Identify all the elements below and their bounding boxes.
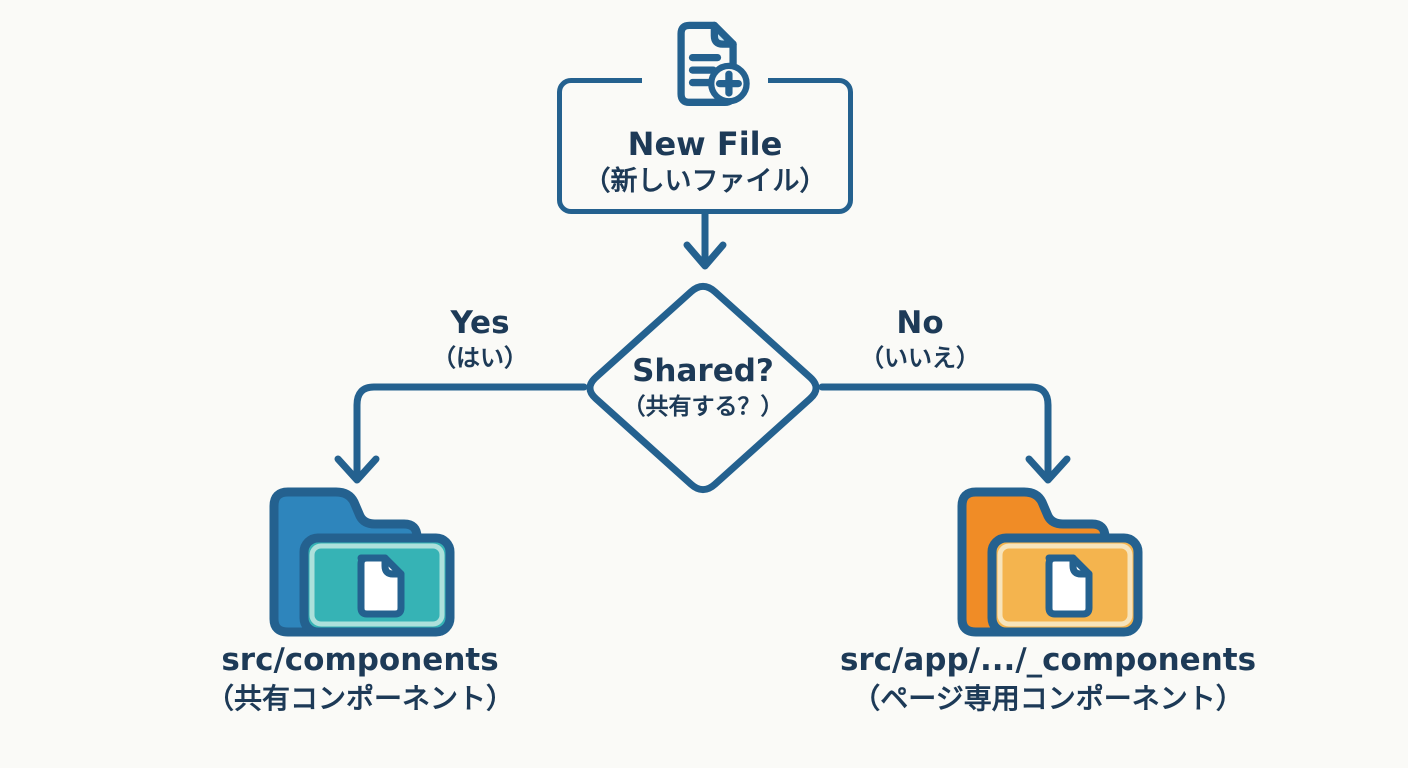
decision-subtitle: （共有する？）	[622, 394, 784, 420]
no-branch-label: No （いいえ）	[840, 304, 1000, 375]
connector-no-branch	[818, 383, 1071, 484]
no-label-text: No	[896, 305, 944, 341]
yes-result-label: src/components （共有コンポーネント）	[160, 640, 560, 718]
connector-yes-branch	[334, 383, 588, 484]
orange-folder-document-icon	[948, 470, 1148, 640]
orange-folder-svg	[957, 487, 1143, 637]
folder-front-highlight	[309, 543, 445, 627]
teal-folder-document-icon	[260, 470, 460, 640]
folder-front-highlight	[997, 543, 1133, 627]
teal-folder-svg	[269, 487, 455, 637]
decision-label: Shared? （共有する？）	[593, 351, 813, 423]
arrow-down-icon	[1025, 455, 1071, 484]
start-node-label: New File （新しいファイル）	[557, 124, 853, 200]
no-result-subtitle: （ページ専用コンポーネント）	[852, 682, 1244, 715]
start-subtitle: （新しいファイル）	[583, 166, 827, 197]
arrow-down-icon	[683, 241, 727, 270]
no-result-title: src/app/.../_components	[839, 642, 1257, 678]
arrow-down-icon	[334, 455, 380, 484]
file-plus-icon-svg	[677, 21, 750, 106]
connector-start-to-decision	[683, 210, 727, 270]
yes-sublabel-text: （はい）	[432, 344, 528, 372]
file-fold-line	[710, 21, 737, 48]
decision-diamond	[586, 282, 820, 494]
document-icon	[357, 554, 405, 618]
decision-title: Shared?	[632, 353, 774, 389]
file-plus-icon	[642, 16, 768, 120]
yes-branch-label: Yes （はい）	[400, 304, 560, 375]
no-sublabel-text: （いいえ）	[860, 344, 980, 372]
document-icon	[1045, 554, 1093, 618]
connector-line	[353, 383, 588, 478]
document-fold-line	[381, 554, 405, 578]
start-title: New File	[627, 125, 783, 163]
no-result-label: src/app/.../_components （ページ専用コンポーネント）	[838, 640, 1258, 718]
document-fold-line	[1069, 554, 1093, 578]
yes-result-subtitle: （共有コンポーネント）	[205, 682, 514, 715]
yes-label-text: Yes	[450, 305, 510, 341]
connector-line	[818, 383, 1052, 478]
yes-result-title: src/components	[221, 642, 499, 678]
